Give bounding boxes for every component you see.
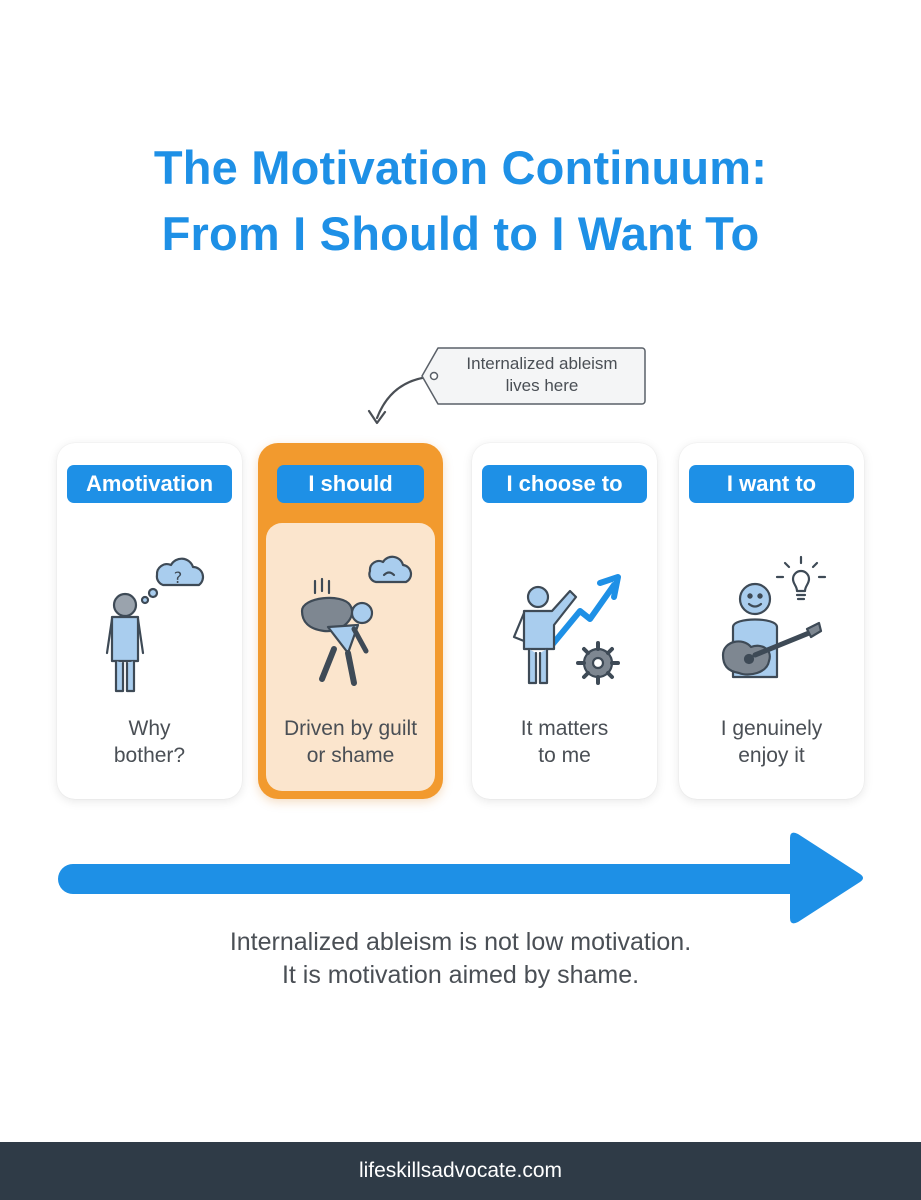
callout-line-1: Internalized ableism bbox=[466, 354, 618, 373]
growth-person-icon bbox=[512, 574, 621, 685]
stage-caption-line-1: Why bbox=[128, 717, 171, 740]
stage-caption-line-1: I genuinely bbox=[720, 717, 823, 740]
thinking-person-icon: ? bbox=[105, 557, 205, 693]
stage-card-i-choose-to: I choose to It matters to me bbox=[472, 443, 657, 799]
stage-caption-line-1: It matters bbox=[520, 717, 609, 740]
stage-label: I want to bbox=[689, 465, 854, 503]
callout-line-2: lives here bbox=[505, 376, 579, 395]
title-line-1: The Motivation Continuum: bbox=[153, 141, 768, 194]
stage-caption-line-2: to me bbox=[538, 744, 591, 767]
stage-caption-line-2: or shame bbox=[306, 744, 395, 767]
stage-card-i-want-to: I want to I genuinely enjoy it bbox=[679, 443, 864, 799]
callout-tag: Internalized ableism lives here bbox=[420, 347, 646, 405]
svg-text:?: ? bbox=[174, 568, 183, 587]
stage-label: I should bbox=[277, 465, 424, 503]
footer-url[interactable]: lifeskillsadvocate.com bbox=[358, 1159, 563, 1182]
stage-card-amotivation: Amotivation ? Why bother? bbox=[57, 443, 242, 799]
guitar-person-icon bbox=[721, 555, 827, 679]
curved-pointer-arrow-icon bbox=[367, 375, 430, 425]
burdened-person-icon bbox=[300, 555, 413, 686]
footer-bar: lifeskillsadvocate.com bbox=[0, 1142, 921, 1200]
page-title: The Motivation Continuum: From I Should … bbox=[0, 135, 921, 267]
continuum-arrow-icon bbox=[58, 832, 863, 924]
stage-label: I choose to bbox=[482, 465, 647, 503]
tag-icon bbox=[421, 347, 646, 405]
stage-caption-line-2: enjoy it bbox=[738, 744, 805, 767]
title-line-2: From I Should to I Want To bbox=[161, 207, 760, 260]
stage-card-i-should: I should Driven by guilt or shame bbox=[258, 443, 443, 799]
tagline: Internalized ableism is not low motivati… bbox=[0, 926, 921, 992]
tagline-line-1: Internalized ableism is not low motivati… bbox=[229, 928, 692, 956]
stage-label: Amotivation bbox=[67, 465, 232, 503]
stage-caption-line-1: Driven by guilt bbox=[283, 717, 418, 740]
tagline-line-2: It is motivation aimed by shame. bbox=[281, 961, 640, 989]
stage-caption-line-2: bother? bbox=[113, 744, 186, 767]
